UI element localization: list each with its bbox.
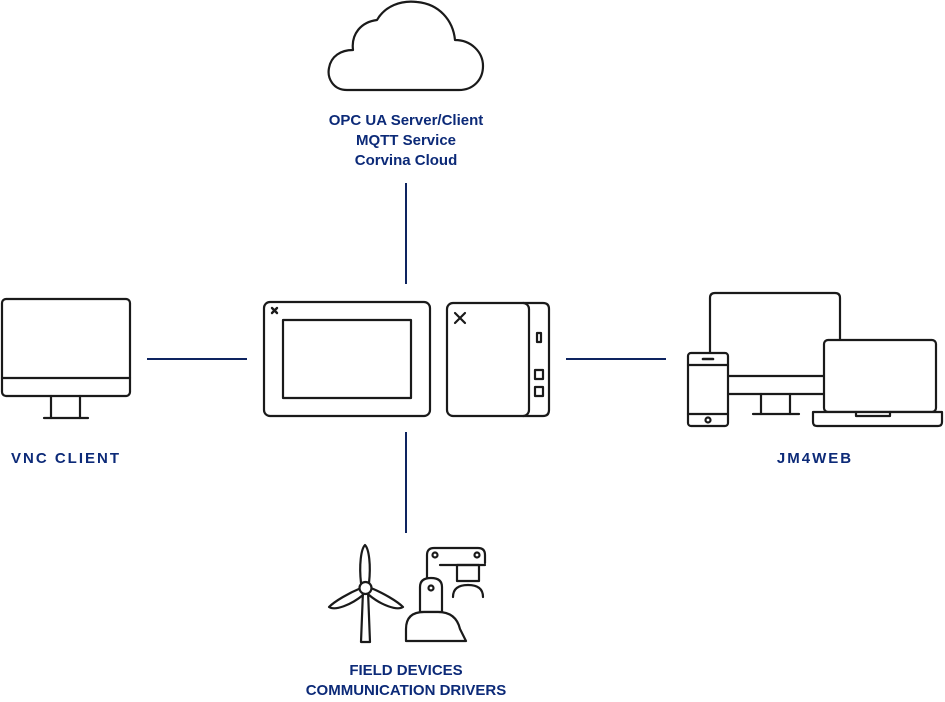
connector-right: [566, 358, 666, 360]
connector-top: [405, 183, 407, 284]
vnc-client-label: VNC CLIENT: [11, 450, 121, 467]
field-devices-label-line-1: FIELD DEVICES: [349, 662, 463, 679]
cloud-icon: [327, 0, 485, 92]
multi-device-icon: [686, 291, 944, 428]
connector-left: [147, 358, 247, 360]
desktop-monitor-icon: [0, 297, 132, 420]
jm4web-label: JM4WEB: [776, 450, 854, 467]
field-devices-label-line-2: COMMUNICATION DRIVERS: [305, 682, 507, 699]
cloud-label-line-2: MQTT Service: [355, 132, 457, 149]
cloud-label: OPC UA Server/Client MQTT Service Corvin…: [300, 111, 512, 171]
connector-bottom: [405, 432, 407, 533]
box-pc-icon: [445, 301, 551, 418]
robot-arm-icon: [404, 546, 487, 643]
hmi-panel-icon: [262, 300, 432, 418]
cloud-label-line-3: Corvina Cloud: [354, 152, 458, 169]
cloud-label-line-1: OPC UA Server/Client: [328, 112, 484, 129]
wind-turbine-icon: [327, 543, 405, 644]
field-devices-label: FIELD DEVICES COMMUNICATION DRIVERS: [270, 661, 542, 701]
